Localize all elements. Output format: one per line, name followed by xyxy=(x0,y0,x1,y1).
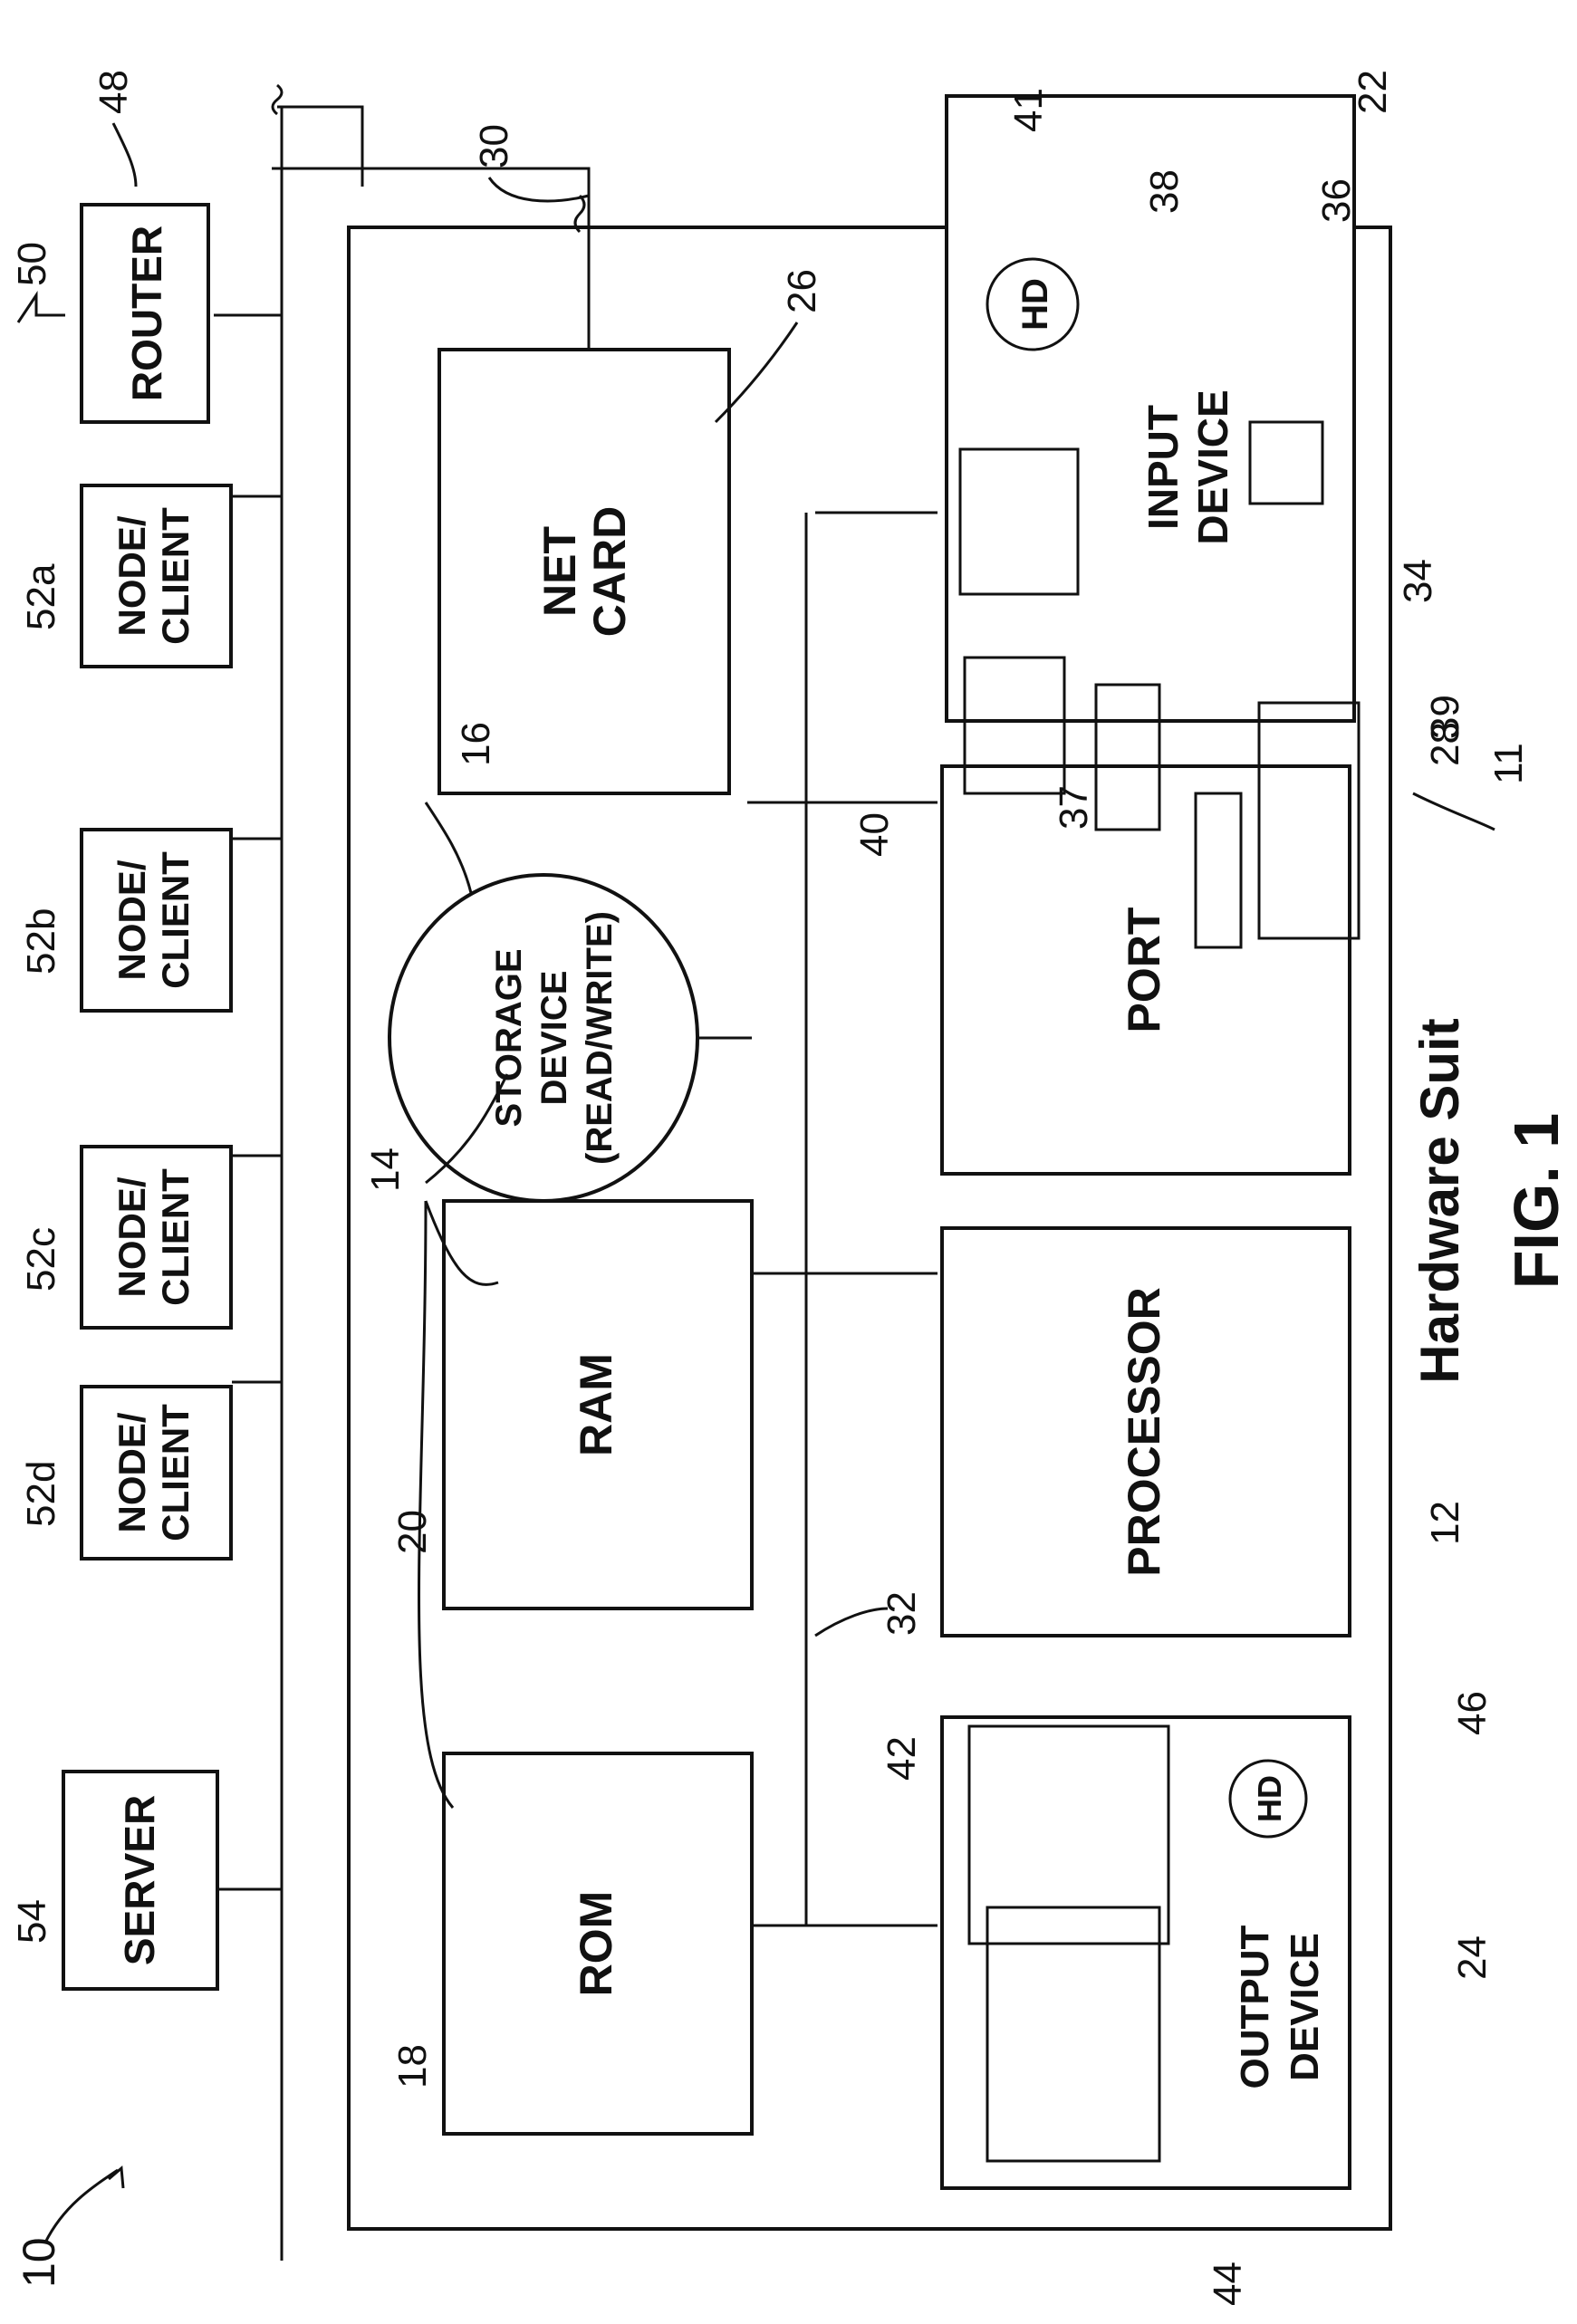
svg-text:ROM: ROM xyxy=(571,1891,621,1997)
svg-text:INPUT: INPUT xyxy=(1139,405,1187,530)
ref-11: 11 xyxy=(1486,743,1531,784)
svg-text:CLIENT: CLIENT xyxy=(154,851,197,989)
ref-50: 50 xyxy=(10,242,54,286)
ref-32: 32 xyxy=(880,1591,924,1636)
svg-text:(READ/WRITE): (READ/WRITE) xyxy=(580,911,620,1165)
ref-44: 44 xyxy=(1206,2262,1250,2306)
server-box: SERVER xyxy=(63,1772,217,1989)
ref-39: 39 xyxy=(1423,695,1467,739)
svg-text:DEVICE: DEVICE xyxy=(1189,389,1236,544)
ref-42: 42 xyxy=(880,1736,924,1781)
ram-box: RAM xyxy=(444,1201,752,1609)
server-label: SERVER xyxy=(116,1795,163,1965)
node-client-b: NODE/ CLIENT xyxy=(82,830,231,1011)
ref-40: 40 xyxy=(852,812,897,857)
ref-20: 20 xyxy=(390,1510,435,1554)
ref-24: 24 xyxy=(1450,1935,1495,1980)
processor-box: PROCESSOR xyxy=(942,1228,1350,1636)
svg-text:DEVICE: DEVICE xyxy=(534,971,574,1106)
node-client-c: NODE/ CLIENT xyxy=(82,1147,231,1328)
svg-text:OUTPUT: OUTPUT xyxy=(1233,1925,1277,2089)
svg-text:CLIENT: CLIENT xyxy=(154,1404,197,1541)
svg-text:DEVICE: DEVICE xyxy=(1283,1933,1327,2081)
ref-38: 38 xyxy=(1142,169,1187,214)
svg-text:NODE/: NODE/ xyxy=(111,515,153,636)
ref-14: 14 xyxy=(363,1148,408,1192)
storage-device-circle: STORAGE DEVICE (READ/WRITE) xyxy=(389,875,697,1201)
svg-text:CARD: CARD xyxy=(584,506,635,637)
ref-52c: 52c xyxy=(19,1227,63,1292)
svg-text:NODE/: NODE/ xyxy=(111,1412,153,1532)
svg-text:CLIENT: CLIENT xyxy=(154,1168,197,1306)
ref-18: 18 xyxy=(390,2044,435,2089)
figure-caption: FIG. 1 xyxy=(1501,1113,1572,1289)
node-client-a: NODE/ CLIENT xyxy=(82,485,231,667)
ref-52a: 52a xyxy=(19,563,63,630)
rom-box: ROM xyxy=(444,1753,752,2134)
ref-37: 37 xyxy=(1052,785,1096,830)
ref-26: 26 xyxy=(780,269,824,313)
ref-16: 16 xyxy=(454,722,498,766)
ref-22: 22 xyxy=(1351,70,1395,114)
svg-text:HD: HD xyxy=(1015,278,1055,331)
ref-46: 46 xyxy=(1450,1691,1495,1735)
ref-52d: 52d xyxy=(19,1461,63,1527)
svg-text:CLIENT: CLIENT xyxy=(154,507,197,645)
svg-text:RAM: RAM xyxy=(571,1353,621,1456)
output-device-box: HD OUTPUT DEVICE xyxy=(942,1717,1350,2188)
svg-text:NET: NET xyxy=(534,526,585,617)
svg-text:NODE/: NODE/ xyxy=(111,859,153,980)
port-box: PORT xyxy=(942,766,1350,1174)
ref-52b: 52b xyxy=(19,908,63,975)
ref-12: 12 xyxy=(1423,1501,1467,1545)
svg-text:PORT: PORT xyxy=(1119,908,1169,1033)
ref-54: 54 xyxy=(10,1899,54,1944)
router-label: ROUTER xyxy=(123,226,170,401)
hardware-suit-caption: Hardware Suit xyxy=(1409,1018,1470,1383)
svg-text:PROCESSOR: PROCESSOR xyxy=(1119,1287,1169,1577)
ref-10: 10 xyxy=(14,2237,64,2288)
node-client-d: NODE/ CLIENT xyxy=(82,1387,231,1559)
svg-text:HD: HD xyxy=(1251,1775,1288,1822)
ref-30: 30 xyxy=(472,124,516,168)
router-box: ROUTER xyxy=(82,205,208,422)
ref-41: 41 xyxy=(1006,88,1051,132)
ref-48: 48 xyxy=(91,70,136,114)
ref-34: 34 xyxy=(1396,559,1440,603)
ref-36: 36 xyxy=(1314,178,1359,223)
svg-text:NODE/: NODE/ xyxy=(111,1176,153,1297)
